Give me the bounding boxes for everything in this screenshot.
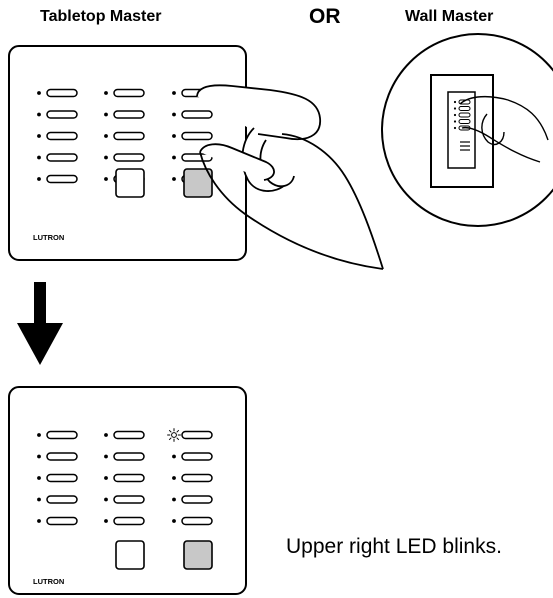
led-dot — [37, 433, 41, 437]
hand-back — [281, 133, 384, 270]
wall-hand-finger — [459, 95, 549, 141]
wall-hand-thumb — [461, 126, 541, 163]
scene-button — [181, 473, 213, 483]
led-dot — [37, 134, 41, 138]
thumb — [199, 143, 275, 181]
wall-led-dot — [453, 107, 457, 110]
panel-outline — [8, 386, 247, 595]
led-dot — [104, 134, 108, 138]
scene-button — [113, 88, 145, 98]
wall-scene-button — [458, 119, 471, 124]
led-dot — [172, 476, 176, 480]
led-dot — [172, 177, 176, 181]
led-dot — [172, 454, 176, 459]
led-dot — [104, 112, 108, 117]
led-dot — [37, 454, 41, 459]
square-button-right-highlighted — [183, 168, 213, 198]
led-dot — [172, 155, 176, 160]
led-dot — [37, 519, 41, 523]
scene-button — [181, 495, 213, 504]
square-button-left — [115, 168, 145, 198]
index-finger — [196, 84, 321, 140]
led-dot — [172, 91, 176, 95]
scene-button — [113, 430, 145, 440]
led-dot — [172, 497, 176, 502]
scene-button — [113, 495, 145, 504]
hand-drawing — [196, 84, 384, 270]
button-grid — [37, 428, 213, 526]
scene-button — [46, 495, 78, 504]
scene-button — [46, 516, 78, 526]
arrow-shaft — [34, 282, 46, 328]
square-button-right-highlighted — [183, 540, 213, 570]
led-blinking — [167, 428, 181, 442]
led-dot — [104, 433, 108, 437]
led-dot — [37, 497, 41, 502]
scene-button — [113, 452, 145, 461]
wallplate-outline — [430, 74, 494, 188]
led-dot — [104, 476, 108, 480]
led-dot — [37, 112, 41, 117]
scene-button — [181, 430, 213, 440]
scene-button — [113, 110, 145, 119]
button-grid — [37, 88, 213, 184]
lutron-logo: LUTRON — [33, 577, 64, 586]
led-dot — [104, 155, 108, 160]
inset-circle — [381, 33, 553, 227]
tabletop-master-label: Tabletop Master — [40, 8, 162, 25]
wrist — [199, 151, 384, 270]
scene-button — [181, 131, 213, 141]
wall-led-dot — [453, 100, 457, 104]
arrow-head — [17, 323, 63, 365]
down-arrow — [17, 282, 63, 365]
scene-button — [46, 473, 78, 483]
tabletop-master-bottom: LUTRON — [8, 386, 247, 595]
scene-button — [46, 153, 78, 162]
wall-master-inset — [381, 33, 553, 227]
caption-led-blinks: Upper right LED blinks. — [286, 535, 502, 558]
scene-button — [46, 131, 78, 141]
scene-button — [181, 153, 213, 162]
scene-button — [46, 110, 78, 119]
scene-button — [46, 430, 78, 440]
scene-button — [46, 88, 78, 98]
led-dot — [104, 454, 108, 459]
scene-button — [46, 452, 78, 461]
scene-button — [181, 516, 213, 526]
led-dot — [37, 476, 41, 480]
wall-led-dot — [453, 113, 457, 117]
scene-button — [113, 473, 145, 483]
scene-button — [181, 452, 213, 461]
wall-scene-button — [458, 106, 471, 111]
led-dot — [172, 519, 176, 523]
tabletop-master-top: LUTRON — [8, 45, 247, 261]
led-dot — [104, 91, 108, 95]
led-dot — [104, 497, 108, 502]
led-dot — [172, 134, 176, 138]
led-dot — [104, 177, 108, 181]
led-dot — [37, 91, 41, 95]
lutron-logo: LUTRON — [33, 233, 64, 242]
scene-button — [46, 174, 78, 184]
led-dot — [37, 177, 41, 181]
wall-led-dot — [453, 126, 457, 130]
wall-scene-button — [458, 112, 471, 118]
wall-led-dot — [453, 120, 457, 123]
scene-button — [181, 110, 213, 119]
scene-button — [113, 131, 145, 141]
square-button-left — [115, 540, 145, 570]
led-dot — [37, 155, 41, 160]
or-label: OR — [309, 5, 341, 28]
scene-button — [113, 516, 145, 526]
wall-master-label: Wall Master — [405, 8, 494, 25]
led-dot — [172, 112, 176, 117]
scene-button — [113, 153, 145, 162]
led-dot — [104, 519, 108, 523]
wall-hand-curled — [481, 113, 505, 146]
